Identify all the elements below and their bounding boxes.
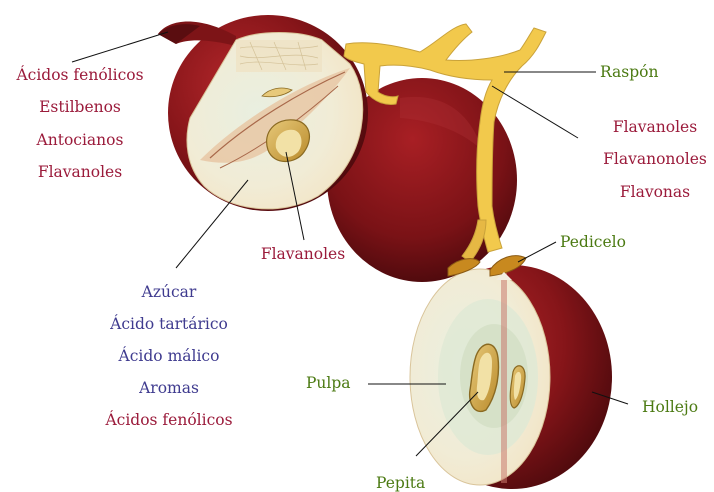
label-skin-compound-4: Flavanoles bbox=[38, 165, 122, 181]
label-skin-compound-3: Antocianos bbox=[37, 133, 124, 149]
label-seed-compound: Flavanoles bbox=[261, 247, 345, 263]
label-pulp-compound-2: Ácido tartárico bbox=[110, 317, 228, 333]
label-pulp-compound-3: Ácido málico bbox=[119, 349, 220, 365]
label-pulp-compound-5: Ácidos fenólicos bbox=[105, 413, 232, 429]
label-pulpa: Pulpa bbox=[306, 376, 351, 392]
label-pepita: Pepita bbox=[376, 476, 425, 492]
label-skin-compound-2: Estilbenos bbox=[39, 100, 121, 116]
label-raspon: Raspón bbox=[600, 65, 658, 81]
leader-pedicel bbox=[518, 242, 556, 262]
sectioned-grape-top bbox=[158, 15, 368, 211]
label-pulp-compound-1: Azúcar bbox=[142, 285, 197, 301]
label-pulp-compound-4: Aromas bbox=[139, 381, 199, 397]
label-stem-compound-2: Flavanonoles bbox=[603, 152, 707, 168]
label-skin-compound-1: Ácidos fenólicos bbox=[16, 68, 143, 84]
label-stem-compound-1: Flavanoles bbox=[613, 120, 697, 136]
label-hollejo: Hollejo bbox=[642, 400, 698, 416]
label-stem-compound-3: Flavonas bbox=[620, 185, 690, 201]
label-pedicelo: Pedicelo bbox=[560, 235, 626, 251]
sectioned-grape-bottom bbox=[410, 256, 612, 489]
leader-skin bbox=[72, 32, 168, 62]
